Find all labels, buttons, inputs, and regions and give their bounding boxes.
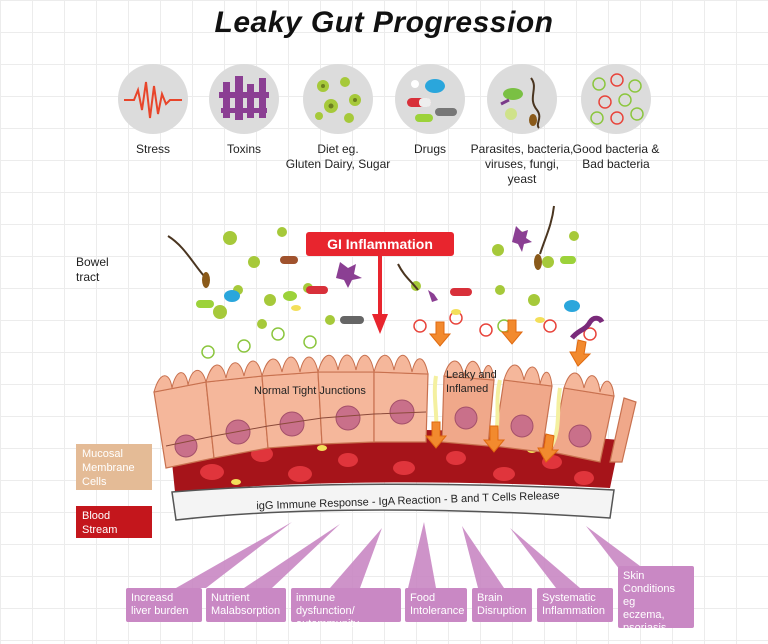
cause-label: Stress: [135, 142, 170, 156]
effect-immune-dysfunction: immune dysfunction/ autommunity: [291, 588, 401, 630]
bowel-tract-label: Bowel tract: [76, 255, 109, 284]
cause-stress: Stress: [100, 64, 206, 157]
diet-icon: [303, 64, 373, 134]
legend-blood-stream: Blood Stream: [76, 506, 152, 538]
gi-inflammation-label: GI Inflammation: [306, 232, 454, 256]
legend-mucosal-membrane-cells: Mucosal Membrane Cells: [76, 444, 152, 490]
drugs-pills-icon: [395, 64, 465, 134]
bacteria-faces-icon: [581, 64, 651, 134]
cause-label: Drugs: [413, 142, 446, 156]
leak-arrows: [424, 319, 592, 463]
stress-wave-icon: [118, 64, 188, 134]
effect-liver-burden: Increasd liver burden: [126, 588, 202, 622]
leaky-inflamed-label: Leaky and Inflamed: [446, 369, 497, 395]
effect-connectors: [176, 522, 640, 588]
bacteria-particles: [167, 205, 605, 359]
cause-toxins: Toxins: [191, 64, 297, 157]
cause-label: Parasites, bacteria, viruses, fungi, yea…: [470, 142, 574, 186]
toxins-icon: [209, 64, 279, 134]
effect-nutrient-malabsorption: Nutrient Malabsorption: [206, 588, 286, 622]
cause-label: Good bacteria & Bad bacteria: [572, 142, 660, 171]
effect-food-intolerance: Food Intolerance: [405, 588, 467, 622]
normal-tight-junctions-label: Normal Tight Junctions: [254, 385, 366, 397]
cause-label: Toxins: [226, 142, 261, 156]
cell-nuclei: [174, 399, 592, 458]
effect-skin-conditions: Skin Conditions eg eczema, psoriasis: [618, 566, 694, 634]
parasites-icon: [487, 64, 557, 134]
cause-label: Diet eg. Gluten Dairy, Sugar: [285, 142, 391, 171]
cause-drugs: Drugs: [377, 64, 483, 157]
effect-systematic-inflammation: Systematic Inflammation: [537, 588, 613, 622]
red-blood-cells: [200, 446, 594, 485]
cause-diet: Diet eg. Gluten Dairy, Sugar: [285, 64, 391, 172]
effect-brain-disruption: Brain Disruption: [472, 588, 532, 622]
cause-parasites: Parasites, bacteria, viruses, fungi, yea…: [469, 64, 575, 187]
page-title: Leaky Gut Progression: [214, 6, 554, 39]
cause-good-bad-bacteria: Good bacteria & Bad bacteria: [563, 64, 669, 172]
